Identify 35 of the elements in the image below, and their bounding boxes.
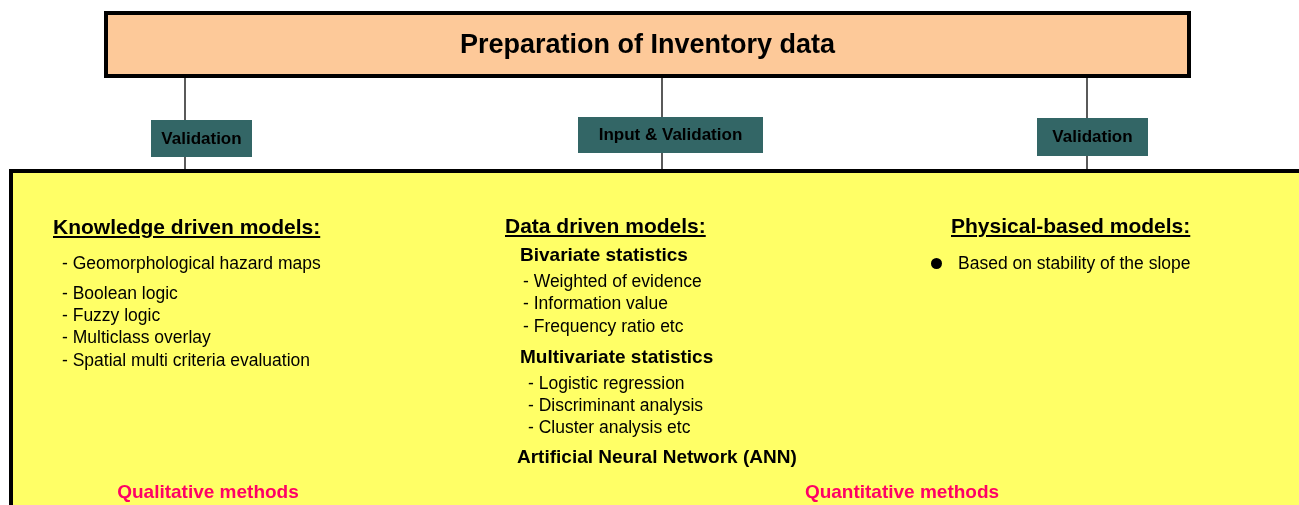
label-box	[151, 120, 252, 157]
list-item: - Information value	[523, 293, 668, 314]
list-item: - Frequency ratio etc	[523, 316, 684, 337]
connector-line	[184, 156, 186, 170]
section-heading: Knowledge driven models:	[53, 214, 321, 240]
section-heading: Physical-based models:	[951, 213, 1191, 239]
connector-line	[1086, 155, 1088, 170]
connector-line	[661, 77, 663, 118]
connector-line	[1086, 77, 1088, 119]
list-item: - Weighted of evidence	[523, 271, 702, 292]
list-item: - Geomorphological hazard maps	[62, 253, 321, 274]
connector-line	[184, 77, 186, 121]
label-text: Validation	[1052, 127, 1133, 147]
list-item: - Discriminant analysis	[528, 395, 704, 416]
list-item: - Spatial multi criteria evaluation	[62, 350, 311, 371]
top-box	[104, 11, 1191, 78]
subheading: Bivariate statistics	[520, 244, 688, 267]
list-item: - Logistic regression	[528, 373, 685, 394]
label-box	[1037, 118, 1148, 156]
label-text: Input & Validation	[598, 125, 743, 145]
list-item: - Multiclass overlay	[62, 327, 211, 348]
list-item: - Boolean logic	[62, 283, 178, 304]
section-heading: Data driven models:	[505, 213, 706, 239]
label-text: Validation	[161, 128, 242, 149]
subheading: Artificial Neural Network (ANN)	[517, 446, 797, 469]
models-panel	[9, 169, 1299, 505]
label-box	[578, 117, 763, 153]
subheading: Multivariate statistics	[520, 346, 714, 369]
list-item: Based on stability of the slope	[958, 253, 1191, 274]
list-item: - Fuzzy logic	[62, 305, 161, 326]
title-text: Preparation of Inventory data	[459, 29, 836, 60]
list-item: - Cluster analysis etc	[528, 417, 691, 438]
method-label: Qualitative methods	[117, 481, 299, 504]
method-label: Quantitative methods	[804, 481, 1000, 504]
connector-line	[661, 152, 663, 170]
